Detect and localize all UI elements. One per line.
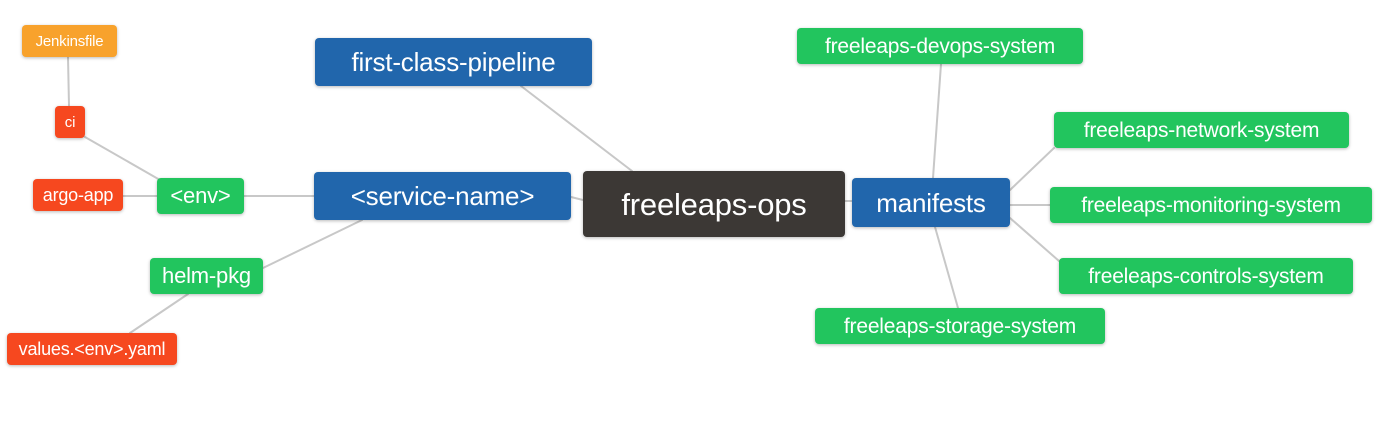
node-service-name[interactable]: <service-name> xyxy=(314,172,571,220)
edge-service-name-to-helm-pkg xyxy=(262,219,363,269)
edge-manifests-to-freeleaps-network-system xyxy=(1009,147,1055,191)
node-freeleaps-network-system[interactable]: freeleaps-network-system xyxy=(1054,112,1349,148)
node-jenkinsfile[interactable]: Jenkinsfile xyxy=(22,25,117,57)
node-label-env: <env> xyxy=(170,183,231,208)
node-label-helm-pkg: helm-pkg xyxy=(162,263,251,288)
node-label-freeleaps-controls-system: freeleaps-controls-system xyxy=(1088,264,1324,288)
node-ci[interactable]: ci xyxy=(55,106,85,138)
edge-ci-to-jenkinsfile xyxy=(67,56,70,107)
node-freeleaps-controls-system[interactable]: freeleaps-controls-system xyxy=(1059,258,1353,294)
node-label-freeleaps-network-system: freeleaps-network-system xyxy=(1083,118,1320,142)
node-label-ci: ci xyxy=(64,113,76,131)
node-freeleaps-devops-system[interactable]: freeleaps-devops-system xyxy=(797,28,1083,64)
edge-manifests-to-freeleaps-devops-system xyxy=(932,63,942,179)
node-label-jenkinsfile: Jenkinsfile xyxy=(35,32,104,50)
edge-freeleaps-ops-to-first-class-pipeline xyxy=(520,85,633,172)
edge-freeleaps-ops-to-service-name xyxy=(570,196,584,201)
node-env[interactable]: <env> xyxy=(157,178,244,214)
node-label-freeleaps-storage-system: freeleaps-storage-system xyxy=(843,314,1077,338)
node-argo-app[interactable]: argo-app xyxy=(33,179,123,211)
edge-manifests-to-freeleaps-storage-system xyxy=(934,226,959,309)
node-label-first-class-pipeline: first-class-pipeline xyxy=(351,47,556,77)
node-label-argo-app: argo-app xyxy=(42,185,114,205)
edge-manifests-to-freeleaps-controls-system xyxy=(1009,217,1060,262)
node-label-manifests: manifests xyxy=(876,187,986,218)
node-first-class-pipeline[interactable]: first-class-pipeline xyxy=(315,38,592,86)
node-helm-pkg[interactable]: helm-pkg xyxy=(150,258,263,294)
node-label-freeleaps-ops: freeleaps-ops xyxy=(621,186,807,222)
node-values-env-yaml[interactable]: values.<env>.yaml xyxy=(7,333,177,365)
node-label-freeleaps-devops-system: freeleaps-devops-system xyxy=(825,34,1055,58)
node-label-values-env-yaml: values.<env>.yaml xyxy=(18,339,166,359)
edge-helm-pkg-to-values-env-yaml xyxy=(129,293,189,334)
node-freeleaps-monitoring-system[interactable]: freeleaps-monitoring-system xyxy=(1050,187,1372,223)
edge-env-to-ci xyxy=(84,136,161,181)
node-label-service-name: <service-name> xyxy=(350,181,535,211)
node-label-freeleaps-monitoring-system: freeleaps-monitoring-system xyxy=(1081,193,1341,217)
node-freeleaps-storage-system[interactable]: freeleaps-storage-system xyxy=(815,308,1105,344)
node-manifests[interactable]: manifests xyxy=(852,178,1010,227)
node-freeleaps-ops[interactable]: freeleaps-ops xyxy=(583,171,845,237)
